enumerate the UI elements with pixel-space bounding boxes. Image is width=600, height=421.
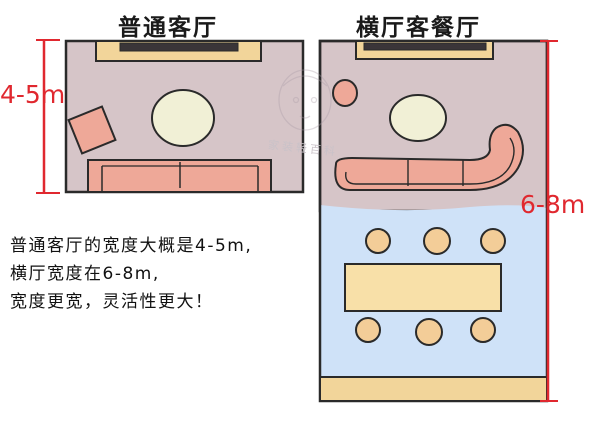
chair-bottom-2 <box>415 318 443 346</box>
wide-living-dining-title: 横厅客餐厅 <box>356 15 481 41</box>
l-shaped-sofa <box>334 123 524 191</box>
wide-coffee-table <box>389 94 447 142</box>
entry-cabinet <box>319 376 548 402</box>
wide-width-label: 6-8m <box>520 190 586 219</box>
tv-screen <box>119 42 239 52</box>
comparison-caption: 普通客厅的宽度大概是4-5m, 横厅宽度在6-8m, 宽度更宽，灵活性更大！ <box>10 232 340 316</box>
coffee-table <box>151 89 215 147</box>
l-shaped-sofa-back <box>345 137 515 185</box>
chair-bottom-1 <box>355 317 381 343</box>
caption-line-1: 普通客厅的宽度大概是4-5m, <box>10 236 253 256</box>
chair-bottom-3 <box>470 317 496 343</box>
armchair <box>67 105 117 155</box>
ordinary-width-label: 4-5m <box>0 80 66 109</box>
chair-top-2 <box>423 227 451 255</box>
chair-top-3 <box>480 228 506 254</box>
caption-line-3: 宽度更宽，灵活性更大！ <box>10 292 214 312</box>
chair-top-1 <box>365 228 391 254</box>
dining-chairs <box>355 227 506 346</box>
ordinary-living-room-title: 普通客厅 <box>118 15 218 41</box>
side-table <box>332 79 358 107</box>
wide-living-dining-plan <box>318 39 558 403</box>
caption-line-2: 横厅宽度在6-8m, <box>10 264 160 284</box>
watermark-face-icon <box>278 69 332 131</box>
wide-tv-screen <box>363 42 487 51</box>
ordinary-living-room-plan <box>36 39 305 194</box>
dining-table <box>344 263 502 312</box>
